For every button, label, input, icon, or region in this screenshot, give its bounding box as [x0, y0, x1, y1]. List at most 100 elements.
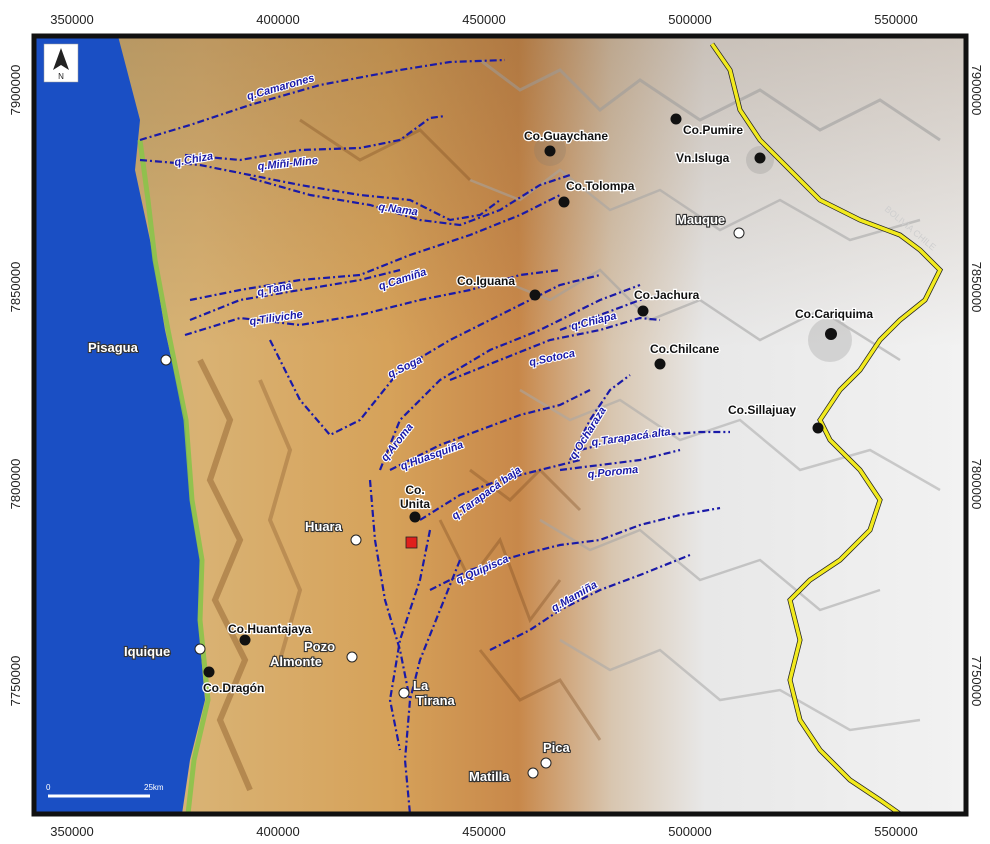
river-nama — [249, 173, 571, 227]
river-valley-2 — [388, 529, 432, 751]
coastal-strip — [137, 139, 211, 814]
bottom-axis-labels: 350000 400000 450000 500000 550000 — [50, 824, 917, 839]
town-label: Iquique — [124, 644, 170, 659]
town-label: Matilla — [469, 769, 510, 784]
x-tick-top: 400000 — [256, 12, 299, 27]
x-tick-top: 500000 — [668, 12, 711, 27]
town-label: Pica — [543, 740, 571, 755]
peak-marker — [825, 328, 837, 340]
unita-label-2: Unita — [400, 497, 430, 511]
pozo-label-2: Almonte — [270, 654, 322, 669]
unita-label-1: Co. — [405, 483, 424, 497]
north-letter: N — [58, 72, 64, 81]
river-valley-1 — [368, 479, 412, 814]
town-marker — [527, 767, 539, 779]
river-poroma — [559, 448, 681, 472]
peak-marker — [812, 422, 824, 434]
town-marker — [194, 643, 206, 655]
peak-label: Co.Dragón — [203, 681, 264, 695]
y-tick-left: 7800000 — [8, 459, 23, 510]
river-chiza — [139, 158, 501, 222]
peak-label: Co.Sillajuay — [728, 403, 796, 417]
peak-marker — [239, 634, 251, 646]
river-quipisca — [429, 506, 721, 591]
river-huasquina — [389, 389, 591, 471]
x-tick-bottom: 550000 — [874, 824, 917, 839]
town-marker — [346, 651, 358, 663]
escarpment-relief — [299, 118, 602, 741]
river-ocharaza — [569, 374, 631, 461]
tirana-label-1: La — [413, 678, 429, 693]
x-tick-bottom: 500000 — [668, 824, 711, 839]
river-camarones — [139, 58, 506, 142]
tirana-label-2: Tirana — [416, 693, 456, 708]
river-tarapaca-alta — [579, 430, 730, 452]
scale-end: 25km — [144, 783, 164, 792]
peak-marker — [203, 666, 215, 678]
x-tick-bottom: 350000 — [50, 824, 93, 839]
town-marker — [398, 687, 410, 699]
peak-marker — [754, 152, 766, 164]
town-label: Pisagua — [88, 340, 139, 355]
river-camina — [189, 194, 561, 302]
pozo-label-1: Pozo — [304, 639, 335, 654]
peak-label: Co.Cariquima — [795, 307, 873, 321]
y-tick-left: 7750000 — [8, 656, 23, 707]
river-tarapaca-baja — [419, 458, 581, 521]
pacific-ocean — [34, 36, 205, 814]
peak-label: Co.Pumire — [683, 123, 743, 137]
x-tick-top: 450000 — [462, 12, 505, 27]
peak-label: Vn.Isluga — [676, 151, 730, 165]
river-tiliviche — [184, 268, 561, 337]
right-axis-labels: 7900000 7850000 7800000 7750000 — [969, 65, 984, 707]
top-axis-labels: 350000 400000 450000 500000 550000 — [50, 12, 917, 27]
peak-label: Co.Chilcane — [650, 342, 720, 356]
coastal-range — [197, 358, 303, 792]
peak-marker — [670, 113, 682, 125]
map-frame — [31, 33, 969, 817]
peak-label: Co.Huantajaya — [228, 622, 312, 636]
town-marker — [540, 757, 552, 769]
x-tick-top: 550000 — [874, 12, 917, 27]
x-tick-bottom: 400000 — [256, 824, 299, 839]
peak-label: Co.Tolompa — [566, 179, 635, 193]
peak-label: Co.Iguana — [457, 274, 515, 288]
peak-marker — [637, 305, 649, 317]
river-chiapa — [559, 293, 661, 332]
town-marker — [733, 227, 745, 239]
north-arrow-icon: N — [43, 43, 79, 83]
river-minimine — [184, 114, 446, 162]
river-tana — [189, 268, 401, 322]
river-aroma — [378, 283, 641, 471]
peak-marker — [409, 511, 421, 523]
left-axis-labels: 7900000 7850000 7800000 7750000 — [8, 65, 23, 707]
y-tick-right: 7850000 — [969, 262, 984, 313]
town-label: Mauque — [676, 212, 725, 227]
peak-marker — [558, 196, 570, 208]
peak-marker — [544, 145, 556, 157]
river-soga — [269, 273, 601, 437]
y-tick-right: 7900000 — [969, 65, 984, 116]
peak-label: Co.Guaychane — [524, 129, 608, 143]
peak-label: Co.Jachura — [634, 288, 700, 302]
town-markers: Pisagua Mauque Huara Iquique Pica Matill… — [87, 211, 745, 785]
peak-markers: Co.Pumire Co.Guaychane Vn.Isluga Co.Tolo… — [202, 113, 875, 696]
town-marker — [350, 534, 362, 546]
town-marker — [160, 354, 172, 366]
study-site-marker — [405, 536, 418, 549]
river-label: q.Nama — [378, 201, 419, 218]
town-label: Huara — [305, 519, 343, 534]
y-tick-left: 7900000 — [8, 65, 23, 116]
y-tick-right: 7800000 — [969, 459, 984, 510]
y-tick-left: 7850000 — [8, 262, 23, 313]
terrain-layer: BOLIVIA CHILE — [34, 36, 966, 814]
x-tick-top: 350000 — [50, 12, 93, 27]
river-network — [139, 58, 730, 814]
y-tick-right: 7750000 — [969, 656, 984, 707]
x-tick-bottom: 450000 — [462, 824, 505, 839]
peak-marker — [529, 289, 541, 301]
scale-start: 0 — [46, 783, 51, 792]
peak-marker — [654, 358, 666, 370]
scale-bar: 0 25km — [46, 783, 164, 798]
